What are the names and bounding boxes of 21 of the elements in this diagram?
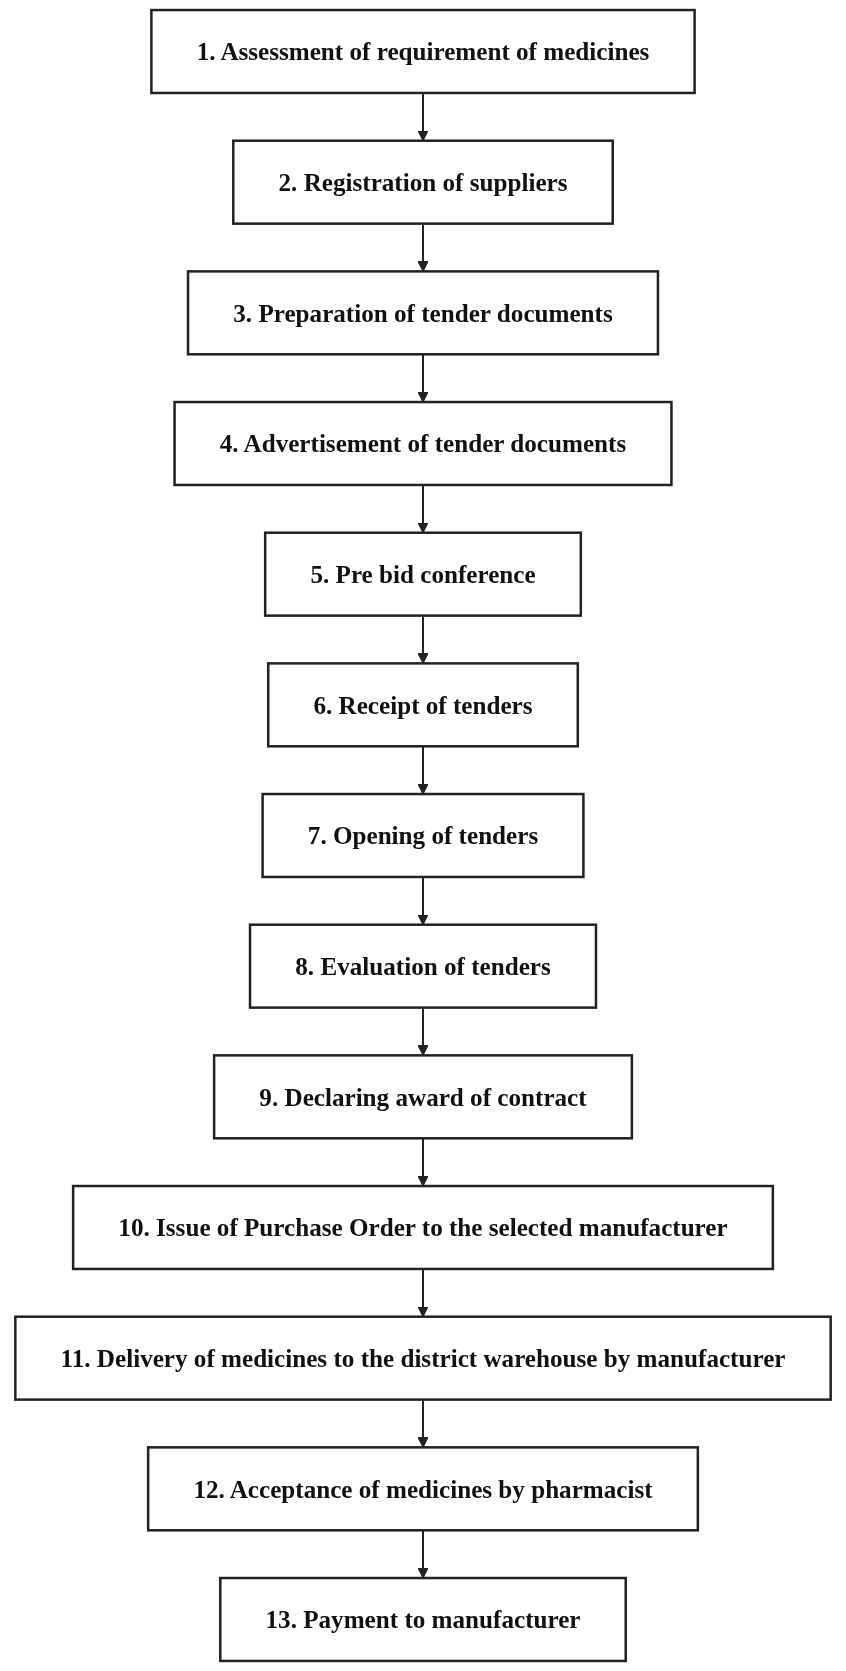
arrow: [417, 1138, 429, 1187]
node-box: 4. Advertisement of tender documents: [173, 400, 673, 487]
arrow: [417, 1530, 429, 1579]
arrow: [417, 223, 429, 272]
arrow: [417, 1399, 429, 1448]
arrow: [417, 746, 429, 795]
node-box: 10. Issue of Purchase Order to the selected manufacturer: [71, 1184, 775, 1271]
node-box: 11. Delivery of medicines to the district warehouse by manufacturer: [14, 1315, 832, 1401]
node-box: 13. Payment to manufacturer: [219, 1576, 627, 1663]
node-box: 12. Acceptance of medicines by pharmacist: [146, 1446, 700, 1532]
node-box: 6. Receipt of tenders: [266, 662, 580, 748]
node-box: 7. Opening of tenders: [261, 792, 585, 879]
node-box: 9. Declaring award of contract: [212, 1054, 634, 1140]
node-box: 2. Registration of suppliers: [232, 139, 614, 225]
arrow: [417, 1007, 429, 1056]
node-box: 3. Preparation of tender documents: [186, 270, 660, 356]
node-box: 1. Assessment of requirement of medicines: [150, 8, 696, 95]
arrow: [417, 354, 429, 403]
node-box: 5. Pre bid conference: [263, 531, 583, 617]
node-box: 8. Evaluation of tenders: [248, 923, 598, 1009]
arrow: [417, 615, 429, 664]
